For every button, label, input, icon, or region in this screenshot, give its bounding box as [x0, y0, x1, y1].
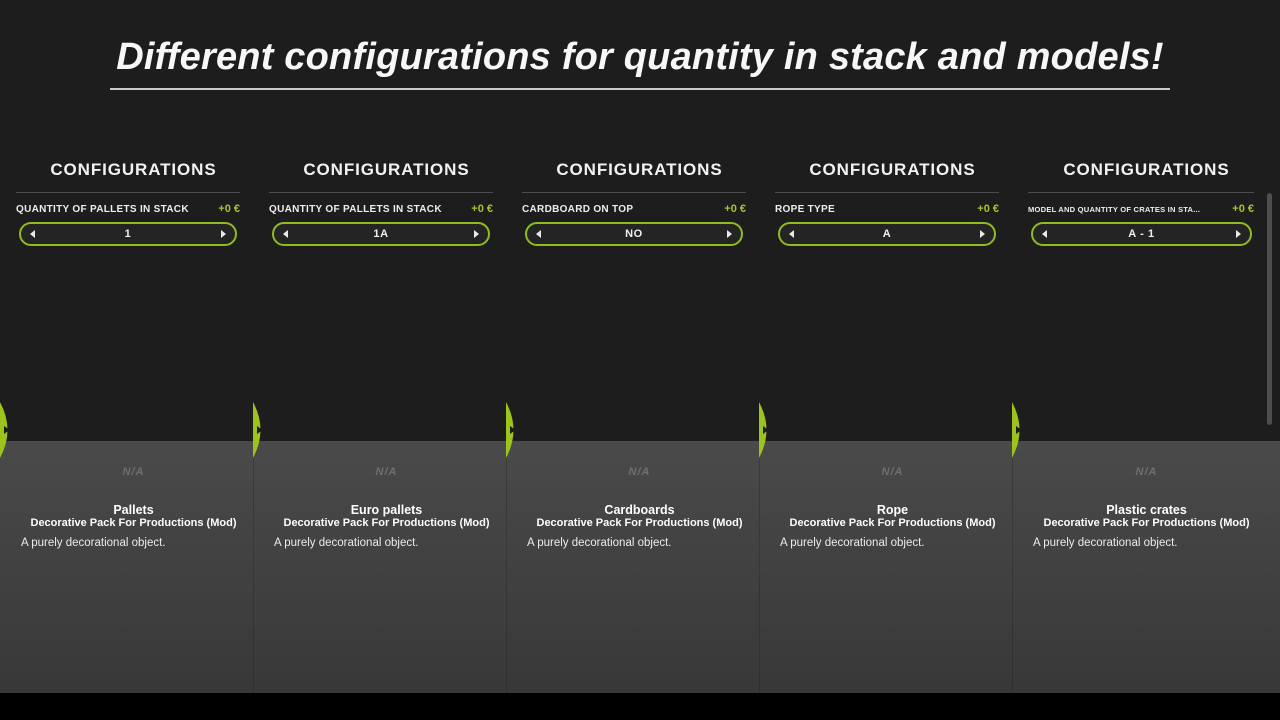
preview-na-label: N/A: [1135, 466, 1158, 478]
config-panel-euro-pallets: CONFIGURATIONS QUANTITY OF PALLETS IN ST…: [253, 0, 506, 720]
option-stepper[interactable]: A - 1: [1031, 222, 1252, 246]
item-pack-name: Decorative Pack For Productions (Mod): [536, 517, 743, 529]
page-curl-icon: [759, 402, 774, 458]
page-title: Different configurations for quantity in…: [110, 36, 1170, 90]
option-price: +0 €: [1232, 203, 1254, 215]
stepper-left-arrow-icon[interactable]: [283, 230, 288, 238]
page-curl-icon: [253, 402, 268, 458]
configurations-header: CONFIGURATIONS: [1063, 160, 1230, 179]
option-price: +0 €: [724, 203, 746, 215]
preview-na-label: N/A: [881, 466, 904, 478]
config-option-row: QUANTITY OF PALLETS IN STACK +0 €: [269, 203, 493, 215]
config-option-row: CARDBOARD ON TOP +0 €: [522, 203, 746, 215]
panel-seam: [759, 441, 760, 693]
page-curl-icon: [506, 402, 521, 458]
header-divider: [1028, 192, 1254, 193]
page-curl-icon: [1012, 402, 1027, 458]
panel-seam: [1012, 441, 1013, 693]
option-label: MODEL AND QUANTITY OF CRATES IN STA...: [1028, 205, 1201, 214]
option-label: CARDBOARD ON TOP: [522, 204, 634, 215]
stepper-value: A - 1: [1128, 228, 1155, 240]
preview-na-label: N/A: [375, 466, 398, 478]
stepper-right-arrow-icon[interactable]: [980, 230, 985, 238]
page-curl-icon: [0, 402, 15, 458]
stepper-value: 1A: [373, 228, 389, 240]
item-name: Rope: [876, 503, 909, 517]
item-name: Euro pallets: [350, 503, 423, 517]
config-list-scrollbar[interactable]: [1267, 193, 1272, 425]
config-panel-cardboards: CONFIGURATIONS CARDBOARD ON TOP +0 € NO …: [506, 0, 759, 720]
item-pack-name: Decorative Pack For Productions (Mod): [283, 517, 490, 529]
stepper-value: A: [882, 228, 892, 240]
option-price: +0 €: [977, 203, 999, 215]
item-name: Pallets: [113, 503, 154, 517]
option-price: +0 €: [471, 203, 493, 215]
header-divider: [269, 192, 493, 193]
option-stepper[interactable]: A: [778, 222, 996, 246]
panel-seam: [253, 441, 254, 693]
config-panel-plastic-crates: CONFIGURATIONS MODEL AND QUANTITY OF CRA…: [1012, 0, 1280, 720]
option-stepper[interactable]: 1: [19, 222, 237, 246]
config-panel-pallets: CONFIGURATIONS QUANTITY OF PALLETS IN ST…: [0, 0, 253, 720]
config-option-row: ROPE TYPE +0 €: [775, 203, 999, 215]
header-divider: [775, 192, 999, 193]
item-description: A purely decorational object.: [527, 537, 672, 549]
config-option-row: QUANTITY OF PALLETS IN STACK +0 €: [16, 203, 240, 215]
stepper-left-arrow-icon[interactable]: [789, 230, 794, 238]
item-pack-name: Decorative Pack For Productions (Mod): [30, 517, 237, 529]
title-banner: Different configurations for quantity in…: [0, 36, 1280, 90]
stepper-value: 1: [124, 228, 132, 240]
option-label: QUANTITY OF PALLETS IN STACK: [269, 204, 442, 215]
preview-na-label: N/A: [122, 466, 145, 478]
stepper-right-arrow-icon[interactable]: [474, 230, 479, 238]
item-pack-name: Decorative Pack For Productions (Mod): [1043, 517, 1250, 529]
item-name: Cardboards: [604, 503, 675, 517]
configurations-header: CONFIGURATIONS: [809, 160, 976, 179]
stepper-left-arrow-icon[interactable]: [536, 230, 541, 238]
item-description: A purely decorational object.: [780, 537, 925, 549]
option-stepper[interactable]: 1A: [272, 222, 490, 246]
stepper-right-arrow-icon[interactable]: [727, 230, 732, 238]
stepper-value: NO: [625, 228, 643, 240]
configurations-header: CONFIGURATIONS: [50, 160, 217, 179]
stepper-left-arrow-icon[interactable]: [1042, 230, 1047, 238]
bottom-letterbox-bar: [0, 693, 1280, 720]
header-divider: [16, 192, 240, 193]
stepper-left-arrow-icon[interactable]: [30, 230, 35, 238]
header-divider: [522, 192, 746, 193]
item-pack-name: Decorative Pack For Productions (Mod): [789, 517, 996, 529]
stepper-right-arrow-icon[interactable]: [221, 230, 226, 238]
item-name: Plastic crates: [1106, 503, 1187, 517]
configurations-header: CONFIGURATIONS: [303, 160, 470, 179]
item-info-band: [0, 441, 1280, 693]
panel-seam: [506, 441, 507, 693]
item-description: A purely decorational object.: [1033, 537, 1178, 549]
configurations-header: CONFIGURATIONS: [556, 160, 723, 179]
config-option-row: MODEL AND QUANTITY OF CRATES IN STA... +…: [1028, 203, 1254, 215]
preview-na-label: N/A: [628, 466, 651, 478]
option-label: ROPE TYPE: [775, 204, 835, 215]
config-panel-rope: CONFIGURATIONS ROPE TYPE +0 € A N/A Rope…: [759, 0, 1012, 720]
option-price: +0 €: [218, 203, 240, 215]
option-label: QUANTITY OF PALLETS IN STACK: [16, 204, 189, 215]
item-description: A purely decorational object.: [21, 537, 166, 549]
item-description: A purely decorational object.: [274, 537, 419, 549]
option-stepper[interactable]: NO: [525, 222, 743, 246]
stepper-right-arrow-icon[interactable]: [1236, 230, 1241, 238]
